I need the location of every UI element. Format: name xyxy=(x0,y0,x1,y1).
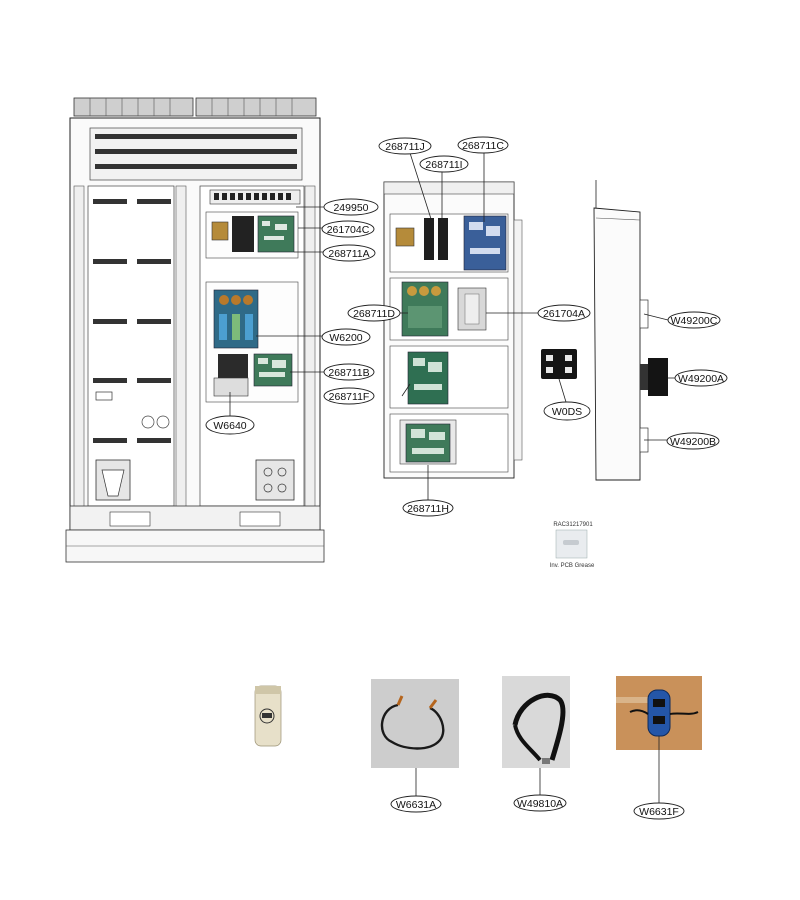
callout-label: W6631A xyxy=(396,799,436,811)
callout-249950: 249950 xyxy=(323,198,379,216)
grease-caption: Inv. PCB Grease xyxy=(550,563,595,569)
callout-label: 268711D xyxy=(353,308,395,320)
callout-W49200A: W49200A xyxy=(674,369,728,387)
callout-label: W49200C xyxy=(671,315,718,327)
callout-label: 268711B xyxy=(328,367,369,379)
callout-label: 268711A xyxy=(328,248,369,260)
pcb-grease-part: RAC31217901 Inv. PCB Grease xyxy=(550,522,595,569)
callout-label: 249950 xyxy=(333,202,368,214)
callout-W6200: W6200 xyxy=(321,328,371,346)
callout-261704C: 261704C xyxy=(321,220,375,238)
callout-268711B: 268711B xyxy=(323,363,375,381)
callout-label: 268711I xyxy=(425,159,462,171)
callout-268711C: 268711C xyxy=(457,136,509,154)
callout-268711D: 268711D xyxy=(347,304,401,322)
callout-268711A: 268711A xyxy=(322,244,376,262)
cable-harness-photo-2 xyxy=(502,676,570,768)
callout-W0DS: W0DS xyxy=(543,401,591,421)
capacitor-part xyxy=(254,685,282,747)
callout-label: 261704C xyxy=(327,224,370,236)
callout-label: W0DS xyxy=(552,406,582,418)
callout-label: 268711F xyxy=(329,391,370,403)
callout-label: 268711C xyxy=(462,140,504,152)
outdoor-unit-front-view xyxy=(65,97,325,563)
callout-W49200C: W49200C xyxy=(667,311,721,329)
callout-label: W6200 xyxy=(329,332,362,344)
cable-harness-photo-1 xyxy=(371,679,459,768)
callout-268711F: 268711F xyxy=(323,387,375,405)
rectifier-part xyxy=(541,349,577,379)
control-box-view xyxy=(383,181,523,479)
callout-268711H: 268711H xyxy=(402,499,454,517)
callout-W6631A: W6631A xyxy=(390,795,442,813)
callout-268711I: 268711I xyxy=(419,155,469,173)
callout-W6640: W6640 xyxy=(205,415,255,435)
side-panel-view xyxy=(593,180,668,481)
callout-label: 268711J xyxy=(385,141,425,153)
callout-label: 261704A xyxy=(543,308,585,320)
callout-label: W6640 xyxy=(213,420,246,432)
callout-label: W6631F xyxy=(639,806,679,818)
callout-W6631F: W6631F xyxy=(633,802,685,820)
leader-lines xyxy=(229,152,676,500)
callout-261704A: 261704A xyxy=(537,304,591,322)
callout-268711J: 268711J xyxy=(378,137,432,155)
callout-label: W49810A xyxy=(517,798,563,810)
callout-label: 268711H xyxy=(407,503,449,515)
callout-label: W49200B xyxy=(670,436,716,448)
grease-part-number: RAC31217901 xyxy=(553,522,593,528)
callout-label: W49200A xyxy=(678,373,724,385)
callout-W49200B: W49200B xyxy=(666,432,720,450)
callout-W49810A: W49810A xyxy=(513,794,567,812)
